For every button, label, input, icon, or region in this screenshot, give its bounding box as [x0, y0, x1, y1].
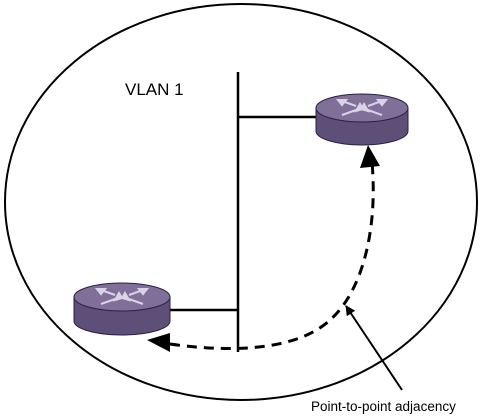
router-bottom [73, 282, 171, 336]
area-boundary [4, 3, 478, 401]
router-icon [73, 282, 171, 336]
adjacency-label: Point-to-point adjacency [311, 399, 456, 414]
router-icon [315, 93, 409, 146]
callout-pointer [345, 305, 403, 391]
arrowhead-top [360, 145, 380, 168]
adjacency-path [169, 161, 375, 351]
arrowhead-bottom [147, 333, 170, 352]
vlan-label: VLAN 1 [125, 80, 184, 99]
router-top [315, 93, 409, 146]
